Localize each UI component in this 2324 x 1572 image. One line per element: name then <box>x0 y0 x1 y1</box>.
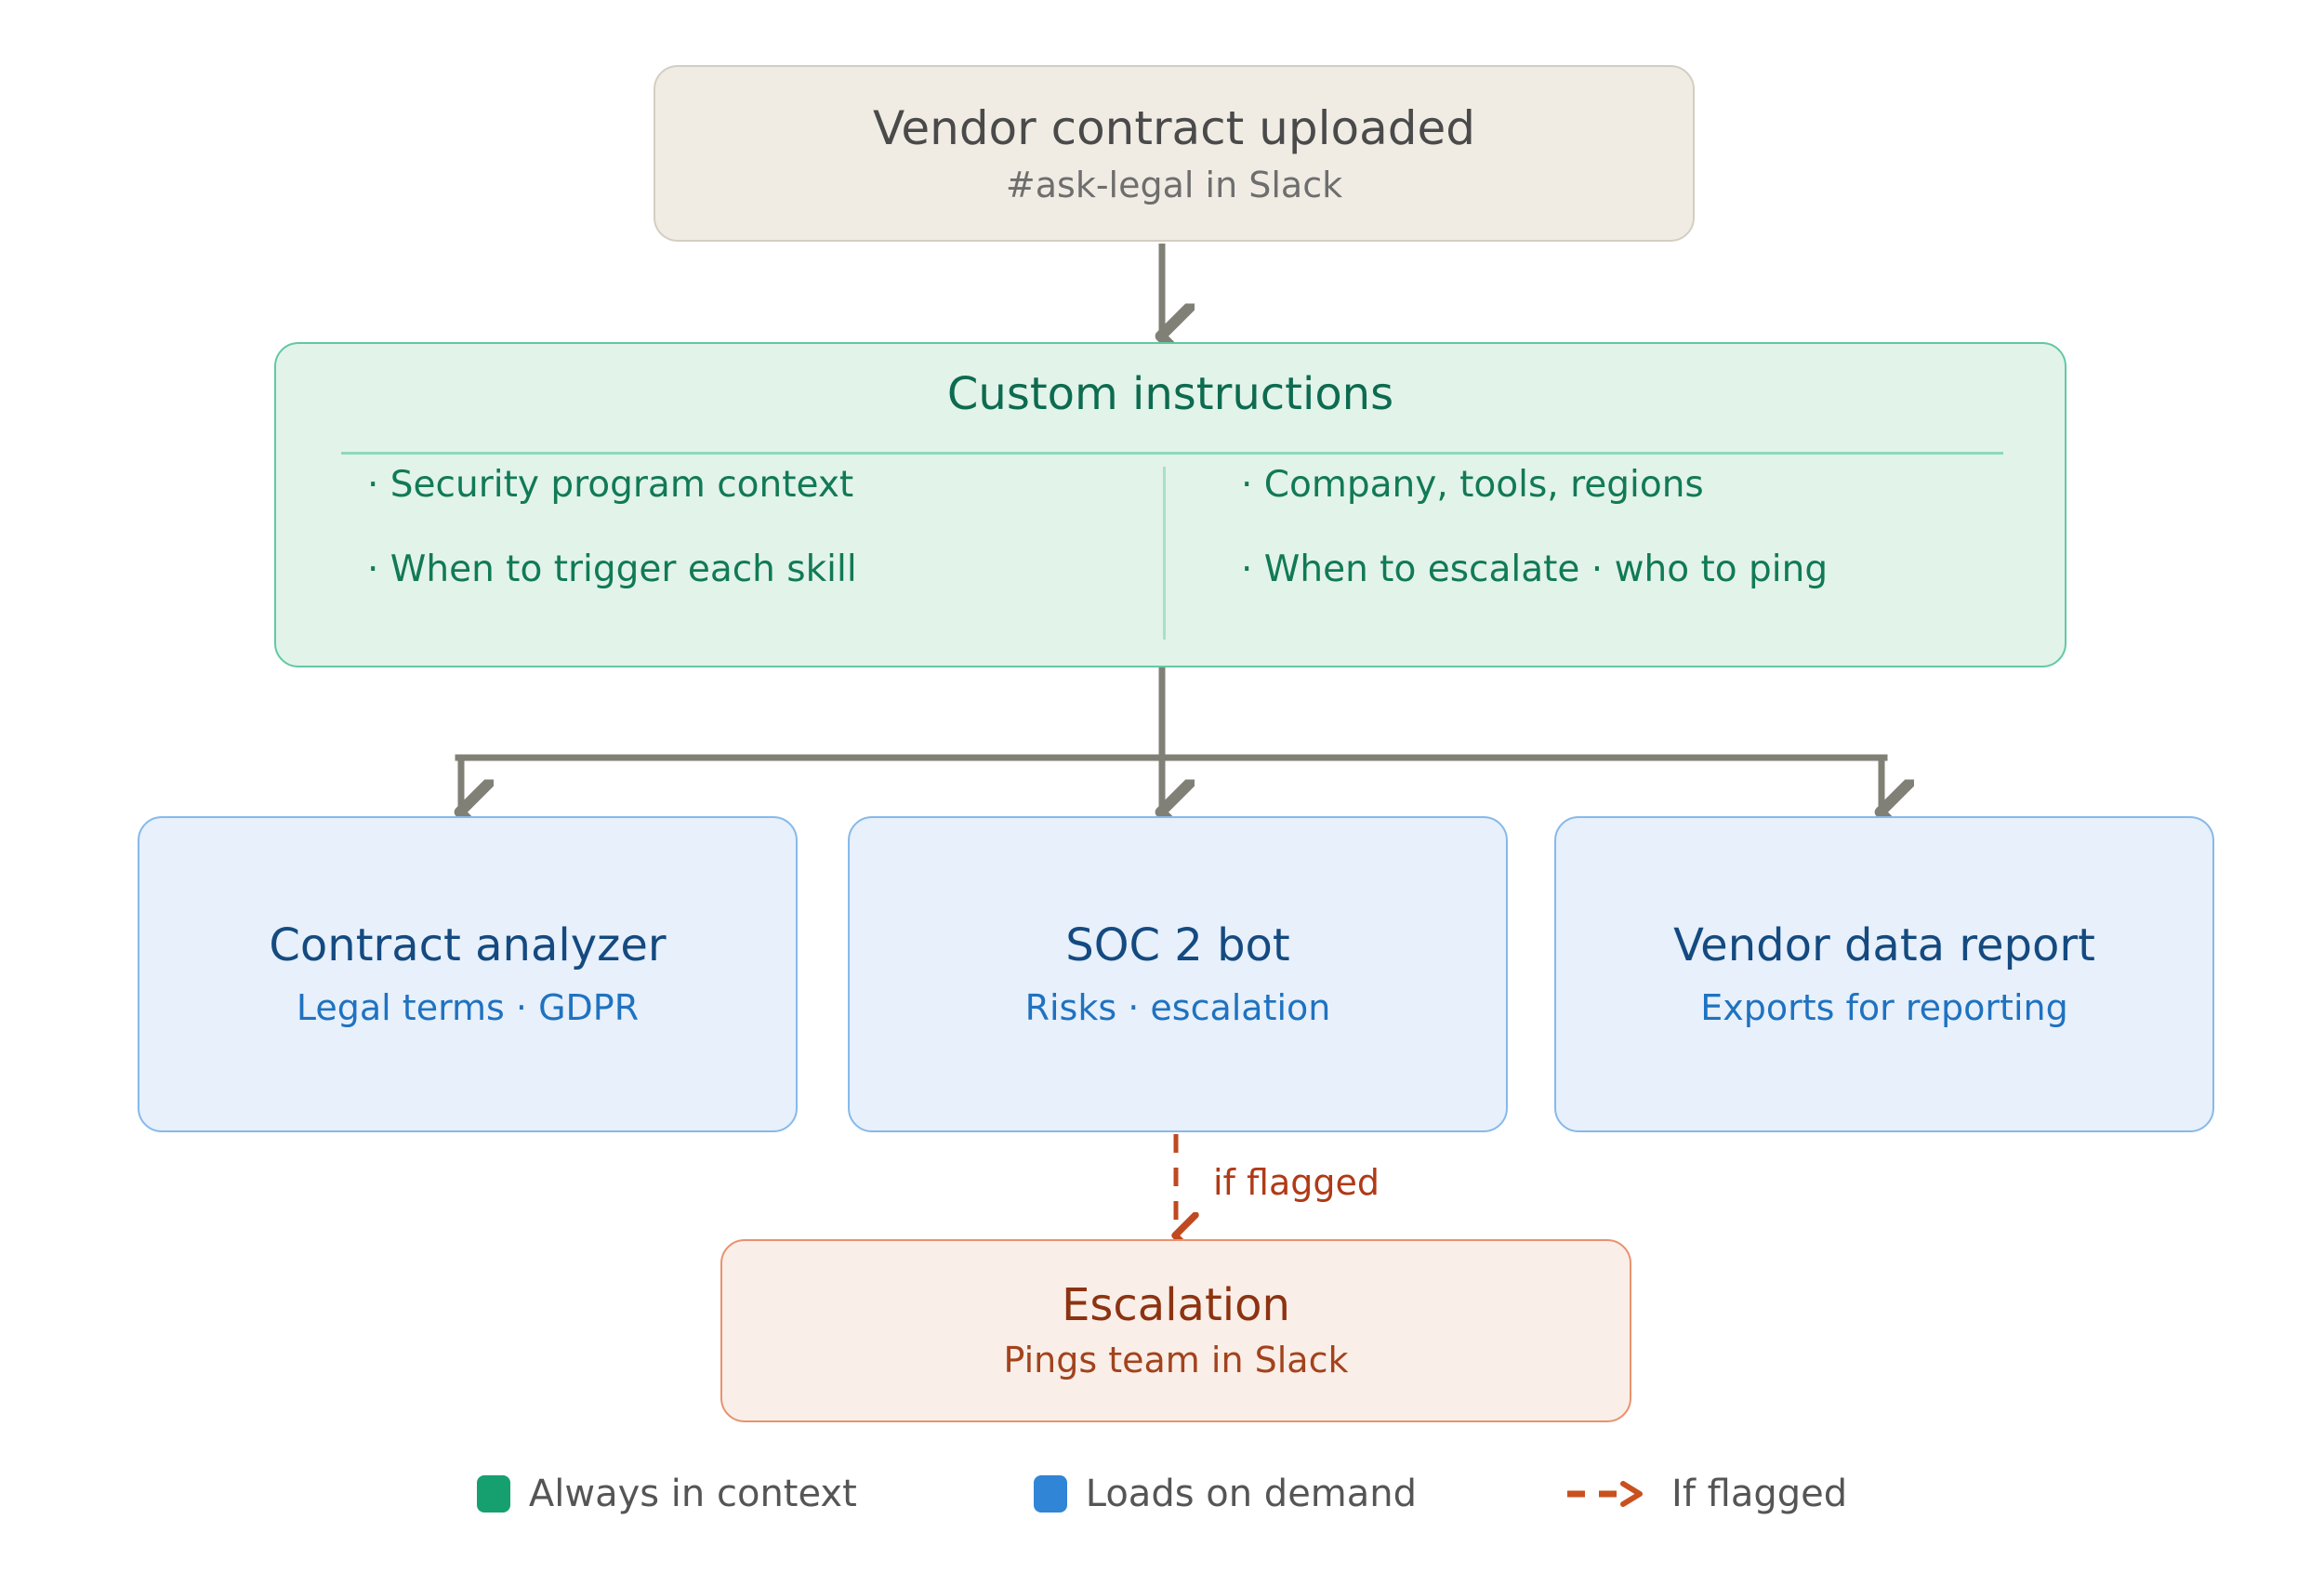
trigger-subtitle: #ask-legal in Slack <box>1005 164 1343 205</box>
legend-item-if-flagged: If flagged <box>1565 1473 1847 1515</box>
instructions-item: · When to escalate · who to ping <box>1241 548 1829 590</box>
trigger-node[interactable]: Vendor contract uploaded #ask-legal in S… <box>654 65 1695 242</box>
trigger-title: Vendor contract uploaded <box>873 100 1475 155</box>
dashed-arrow-icon <box>1565 1475 1651 1513</box>
skill-card-title: SOC 2 bot <box>1065 918 1290 971</box>
escalation-subtitle: Pings team in Slack <box>1003 1340 1349 1381</box>
legend-label: Always in context <box>528 1473 857 1515</box>
custom-instructions-divider-horizontal <box>341 452 2003 455</box>
instructions-item: · When to trigger each skill <box>367 548 857 590</box>
instructions-item: · Company, tools, regions <box>1241 464 1704 506</box>
legend-label: If flagged <box>1671 1473 1848 1515</box>
legend-item-always-in-context: Always in context <box>476 1473 857 1515</box>
skill-card-subtitle: Exports for reporting <box>1700 986 2068 1028</box>
instructions-column-right: · Company, tools, regions · When to esca… <box>1206 467 2005 588</box>
legend: Always in context Loads on demand If fla… <box>0 1461 2324 1526</box>
skill-card-vendor-data-report[interactable]: Vendor data report Exports for reporting <box>1554 816 2214 1132</box>
legend-item-loads-on-demand: Loads on demand <box>1033 1473 1418 1515</box>
skill-card-contract-analyzer[interactable]: Contract analyzer Legal terms · GDPR <box>138 816 798 1132</box>
skill-card-subtitle: Risks · escalation <box>1024 986 1331 1028</box>
skill-card-title: Contract analyzer <box>269 918 667 971</box>
custom-instructions-title: Custom instructions <box>946 368 1394 420</box>
skill-card-title: Vendor data report <box>1673 918 2095 971</box>
escalation-title: Escalation <box>1062 1279 1290 1332</box>
legend-label: Loads on demand <box>1085 1473 1418 1515</box>
edge-label-if-flagged: if flagged <box>1213 1162 1380 1203</box>
custom-instructions-divider-vertical <box>1163 467 1166 640</box>
escalation-node[interactable]: Escalation Pings team in Slack <box>720 1239 1631 1422</box>
instructions-item: · Security program context <box>367 464 854 506</box>
instructions-column-left: · Security program context · When to tri… <box>332 467 1131 588</box>
blue-square-swatch-icon <box>1033 1475 1067 1513</box>
skill-card-soc-2-bot[interactable]: SOC 2 bot Risks · escalation <box>848 816 1508 1132</box>
skill-card-subtitle: Legal terms · GDPR <box>296 986 640 1028</box>
green-square-swatch-icon <box>476 1475 510 1513</box>
custom-instructions-node[interactable]: Custom instructions · Security program c… <box>274 342 2067 667</box>
